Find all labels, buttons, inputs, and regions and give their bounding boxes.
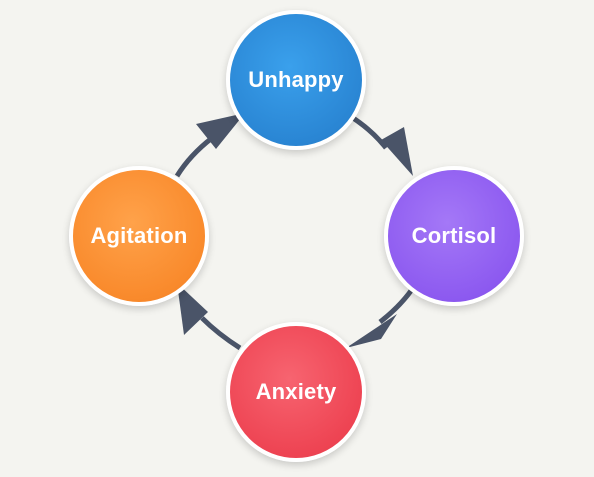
arrow-agitation-to-unhappy — [174, 136, 214, 178]
node-label-agitation: Agitation — [90, 223, 188, 248]
node-label-unhappy: Unhappy — [248, 67, 344, 92]
node-cortisol: Cortisol — [384, 166, 524, 306]
node-agitation: Agitation — [69, 166, 209, 306]
arrowhead-agitation-to-unhappy — [196, 113, 245, 149]
arrow-unhappy-to-cortisol — [348, 113, 388, 150]
node-anxiety: Anxiety — [226, 322, 366, 462]
arrowhead-unhappy-to-cortisol — [381, 127, 413, 176]
arrowhead-anxiety-to-agitation — [177, 283, 208, 335]
arrow-anxiety-to-agitation — [200, 316, 242, 351]
node-label-anxiety: Anxiety — [255, 379, 337, 404]
node-label-cortisol: Cortisol — [411, 223, 497, 248]
arrowhead-cortisol-to-anxiety — [346, 314, 397, 348]
node-unhappy: Unhappy — [226, 10, 366, 150]
